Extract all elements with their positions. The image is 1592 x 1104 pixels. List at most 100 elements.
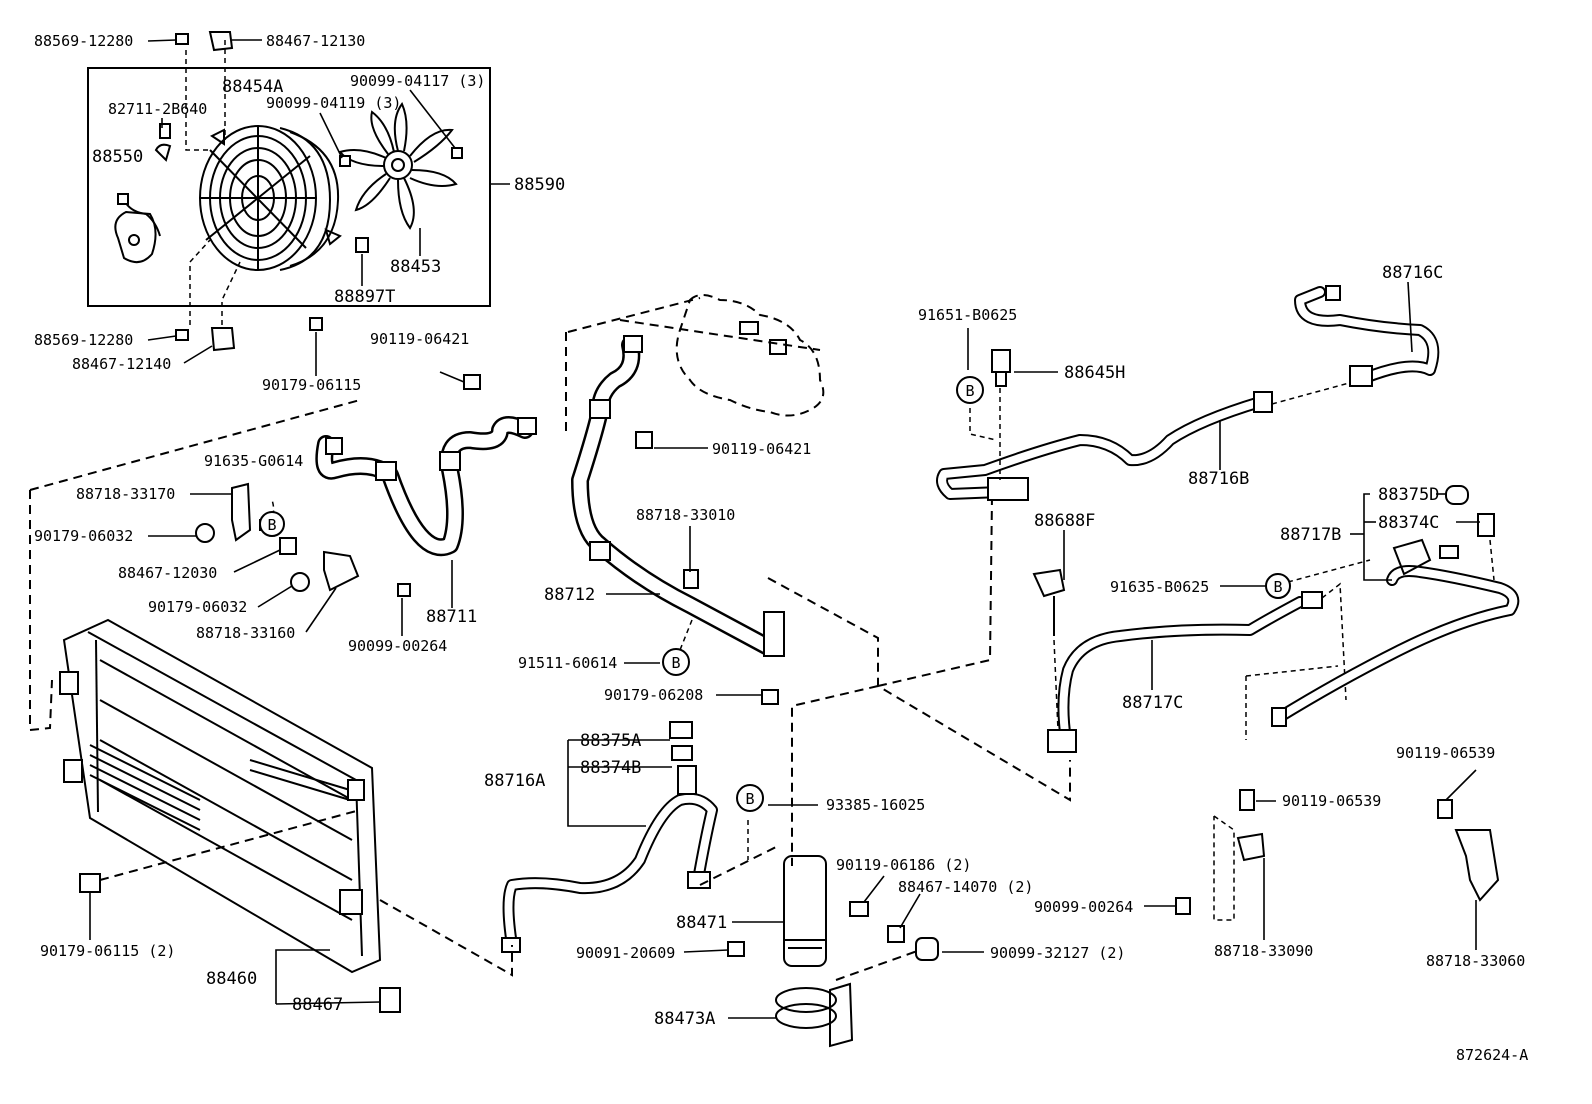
bushing-90099-32127 xyxy=(915,937,939,961)
label-90179-06115-2: 90179-06115 (2) xyxy=(40,942,175,960)
receiver-dryer-88471 xyxy=(783,855,827,967)
label-88460: 88460 xyxy=(206,969,257,989)
pipe-88717C xyxy=(1047,591,1323,753)
callout-b-4: B xyxy=(736,784,764,812)
connector-clip xyxy=(154,143,172,162)
bolt-90099-00264-b xyxy=(1175,897,1191,915)
label-90179-06115: 90179-06115 xyxy=(262,376,361,394)
fan-assembly-group xyxy=(87,40,491,325)
label-88454A: 88454A xyxy=(222,77,283,97)
label-90099-00264-b: 90099-00264 xyxy=(1034,898,1133,916)
label-88550: 88550 xyxy=(92,147,143,167)
bolt-90119-06186 xyxy=(849,901,869,917)
fan-blade xyxy=(338,102,458,230)
nut-88897T xyxy=(355,237,369,253)
pipe-88717B xyxy=(1271,538,1520,727)
label-88716B: 88716B xyxy=(1188,469,1249,489)
label-88718-33160: 88718-33160 xyxy=(196,624,295,642)
svg-text:B: B xyxy=(965,382,974,400)
leader-lines xyxy=(89,39,1480,1019)
discharge-hose-88711 xyxy=(315,416,537,557)
label-88718-33090: 88718-33090 xyxy=(1214,942,1313,960)
bolt-90119-06421-b xyxy=(635,431,653,449)
label-88718-33170: 88718-33170 xyxy=(76,485,175,503)
label-88717B: 88717B xyxy=(1280,525,1341,545)
bracket-88718-33060 xyxy=(1437,799,1500,902)
label-reference-number: 872624-A xyxy=(1456,1046,1528,1064)
label-88375D: 88375D xyxy=(1378,485,1439,505)
label-88718-33010: 88718-33010 xyxy=(636,506,735,524)
label-88374B: 88374B xyxy=(580,758,641,778)
bracket-88467-12130 xyxy=(208,31,234,52)
label-91635-B0625: 91635-B0625 xyxy=(1110,578,1209,596)
svg-text:B: B xyxy=(671,654,680,672)
label-90119-06421-a: 90119-06421 xyxy=(370,330,469,348)
label-91511-60614: 91511-60614 xyxy=(518,654,617,672)
label-90099-04117: 90099-04117 (3) xyxy=(350,72,485,90)
clip-82711-2B640 xyxy=(159,123,171,139)
label-90179-06208: 90179-06208 xyxy=(604,686,703,704)
callout-b-1: B xyxy=(956,376,984,404)
label-88467-14070: 88467-14070 (2) xyxy=(898,878,1033,896)
compressor-outline xyxy=(675,294,825,417)
bracket-88467-12140 xyxy=(210,327,236,352)
label-88718-33060: 88718-33060 xyxy=(1426,952,1525,970)
pipe-88716B xyxy=(936,391,1273,501)
label-90091-20609: 90091-20609 xyxy=(576,944,675,962)
label-88375A: 88375A xyxy=(580,731,641,751)
svg-text:B: B xyxy=(267,516,276,534)
label-88717C: 88717C xyxy=(1122,693,1183,713)
svg-text:B: B xyxy=(745,790,754,808)
nut-90179-06115 xyxy=(309,317,323,331)
callout-b-3: B xyxy=(662,648,690,676)
label-90179-06032-a: 90179-06032 xyxy=(34,527,133,545)
label-88569-12280-top: 88569-12280 xyxy=(34,32,133,50)
label-91651-B0625: 91651-B0625 xyxy=(918,306,1017,324)
fan-shroud xyxy=(199,125,342,271)
label-88569-12280-bot: 88569-12280 xyxy=(34,331,133,349)
label-88711: 88711 xyxy=(426,607,477,627)
svg-text:B: B xyxy=(1273,578,1282,596)
label-88590: 88590 xyxy=(514,175,565,195)
callout-b-2: B xyxy=(259,511,285,537)
label-90099-00264-a: 90099-00264 xyxy=(348,637,447,655)
nut-90179-06115-2 xyxy=(79,873,101,893)
label-88467-12030: 88467-12030 xyxy=(118,564,217,582)
clip-88569-12280-bot xyxy=(175,329,189,341)
plug-88467 xyxy=(379,987,401,1013)
bolt-90119-06421-a xyxy=(463,374,481,390)
label-90119-06539-b: 90119-06539 xyxy=(1282,792,1381,810)
bracket-88718-33090 xyxy=(1236,789,1266,862)
label-90099-32127: 90099-32127 (2) xyxy=(990,944,1125,962)
label-88712: 88712 xyxy=(544,585,595,605)
oring-90179-06208 xyxy=(761,689,779,705)
callout-b-5: B xyxy=(1265,573,1291,599)
bracket-88688F xyxy=(1032,568,1066,636)
label-90119-06421-b: 90119-06421 xyxy=(712,440,811,458)
receiver-bracket-88473A xyxy=(775,982,854,1048)
part-labels: 88569-12280 88467-12130 88454A 90099-041… xyxy=(34,32,1528,1064)
pipe-88716C xyxy=(1294,285,1440,387)
suction-hose-88712 xyxy=(571,335,785,657)
label-93385-16025: 93385-16025 xyxy=(826,796,925,814)
clip-88569-12280-top xyxy=(175,33,189,45)
fan-motor xyxy=(114,193,161,264)
label-88467: 88467 xyxy=(292,995,343,1015)
label-88374C: 88374C xyxy=(1378,513,1439,533)
label-88471: 88471 xyxy=(676,913,727,933)
label-88716C: 88716C xyxy=(1382,263,1443,283)
label-88453: 88453 xyxy=(390,257,441,277)
label-90119-06539-a: 90119-06539 xyxy=(1396,744,1495,762)
bracket-cluster-left xyxy=(195,482,411,597)
bolt-90091-20609 xyxy=(727,941,745,957)
nut-88467-14070 xyxy=(887,925,905,943)
screw-90099-04119 xyxy=(339,155,351,167)
label-88897T: 88897T xyxy=(334,287,395,307)
label-88716A: 88716A xyxy=(484,771,545,791)
label-88645H: 88645H xyxy=(1064,363,1125,383)
valve-88374C xyxy=(1477,513,1495,537)
cap-88375D xyxy=(1445,485,1469,505)
label-82711-2B640: 82711-2B640 xyxy=(108,100,207,118)
